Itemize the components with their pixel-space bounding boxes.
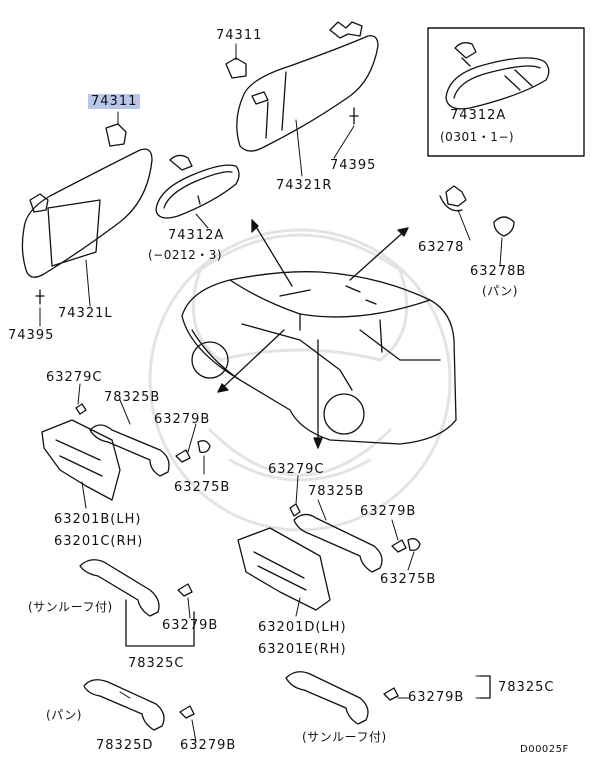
label-63201B: 63201B(LH) (54, 512, 142, 527)
sun-visor-right (225, 21, 379, 152)
sun-visor-left (21, 123, 153, 305)
clips-63278 (439, 185, 515, 237)
rear-mirror (155, 154, 240, 219)
label-63279C-left: 63279C (46, 370, 103, 385)
leader-lines (39, 43, 503, 743)
label-63279C-mid: 63279C (268, 462, 325, 477)
grip-handle-van (83, 679, 195, 731)
label-78325C-right: 78325C (498, 680, 555, 695)
label-74395-left: 74395 (8, 328, 55, 343)
label-78325B-left: 78325B (104, 390, 161, 405)
label-74311-left-highlighted: 74311 (88, 94, 141, 109)
label-63201C: 63201C(RH) (54, 534, 144, 549)
label-74312A-inset: 74312A (450, 108, 507, 123)
label-63279B-left: 63279B (154, 412, 211, 427)
label-63279B-sunroof: 63279B (162, 618, 219, 633)
label-63278: 63278 (418, 240, 465, 255)
grip-handle-mid (237, 503, 421, 611)
label-74321R: 74321R (276, 178, 333, 193)
label-sunroof-right: (サンルーフ付) (302, 730, 387, 744)
label-74312A-inset-date: (0301・1−) (440, 130, 515, 144)
pointer-arrows (217, 219, 409, 449)
rear-mirror-inset (445, 42, 550, 110)
grip-handle-sunroof-right (285, 671, 491, 725)
label-78325D: 78325D (96, 738, 154, 753)
watermark-emblem (148, 228, 452, 532)
label-63279B-mid: 63279B (360, 504, 417, 519)
label-63275B-mid: 63275B (380, 572, 437, 587)
label-van-left: (パン) (46, 708, 82, 722)
label-74312A-date: (−0212・3) (148, 248, 223, 262)
mirror-inset-box (427, 27, 585, 157)
grip-handle-left (41, 403, 211, 501)
label-63279B-right: 63279B (408, 690, 465, 705)
label-63275B-left: 63275B (174, 480, 231, 495)
label-74311-top: 74311 (216, 28, 263, 43)
label-63279B-bottom: 63279B (180, 738, 237, 753)
label-74312A: 74312A (168, 228, 225, 243)
label-78325B-mid: 78325B (308, 484, 365, 499)
label-sunroof-left: (サンルーフ付) (28, 600, 113, 614)
label-63201E: 63201E(RH) (258, 642, 347, 657)
label-63201D: 63201D(LH) (258, 620, 347, 635)
label-78325C-left: 78325C (128, 656, 185, 671)
diagram-code: D00025F (520, 744, 569, 755)
label-63278B: 63278B (470, 264, 527, 279)
label-74321L: 74321L (58, 306, 113, 321)
label-63278B-van: (パン) (482, 284, 518, 298)
label-74395-right: 74395 (330, 158, 377, 173)
grip-handle-sunroof-left (79, 559, 195, 647)
